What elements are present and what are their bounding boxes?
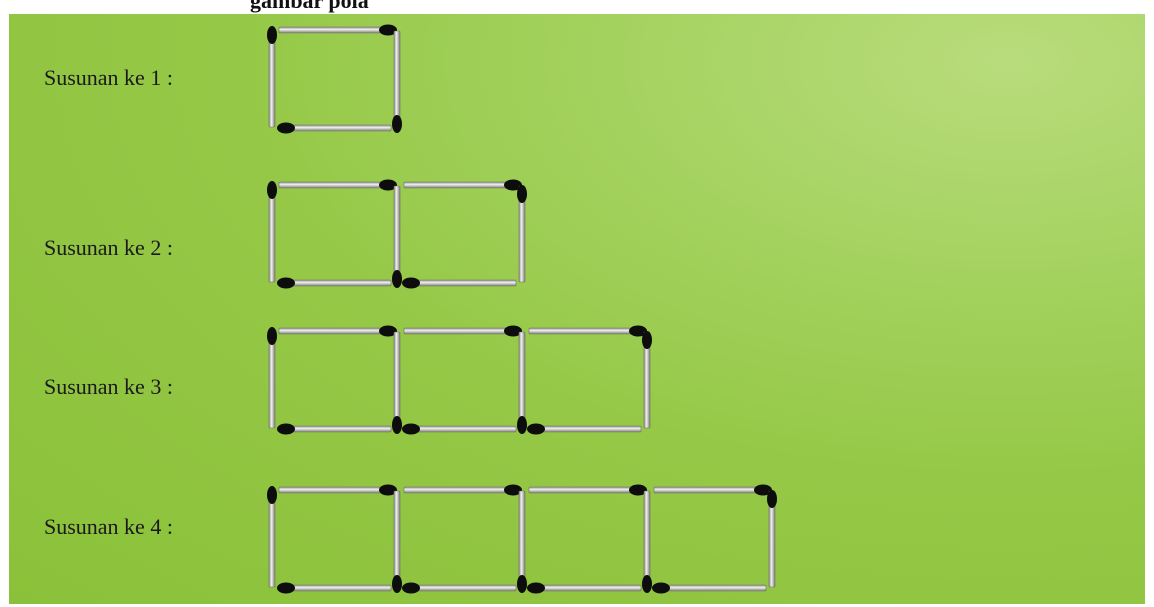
row-3-matchstick-v0 xyxy=(269,332,275,428)
row-1-matchstick-v1 xyxy=(394,31,400,127)
row-1-matchstick-v1-head xyxy=(392,115,402,133)
row-3-matchstick-bottom-3-head xyxy=(527,424,545,435)
row-2-matchstick-v2-head xyxy=(517,185,527,203)
row-3-matchstick-v2 xyxy=(519,332,525,428)
row-4-matchstick-v2 xyxy=(519,491,525,587)
row-2-matchstick-v1 xyxy=(394,186,400,282)
row-3-matchstick-v0-head xyxy=(267,327,277,345)
row-4-matchstick-top-4 xyxy=(654,487,768,493)
row-4-matchstick-v0-head xyxy=(267,486,277,504)
row-2-matchstick-v0 xyxy=(269,186,275,282)
row-4-matchstick-bottom-2-head xyxy=(402,583,420,594)
row-4-matchstick-top-1 xyxy=(279,487,393,493)
row-4-matchstick-v2-head xyxy=(517,575,527,593)
row-4-matchstick-v3-head xyxy=(642,575,652,593)
row-2-matchstick-bottom-2-head xyxy=(402,278,420,289)
caption-strip: gambar pola xyxy=(0,0,1154,14)
row-1-matchstick-v0-head xyxy=(267,26,277,44)
row-3-matchstick-bottom-3 xyxy=(531,426,641,432)
figure-caption: gambar pola xyxy=(250,0,369,14)
row-3-matchstick-v2-head xyxy=(517,416,527,434)
row-4-matchstick-v4-head xyxy=(767,490,777,508)
row-4-matchstick-bottom-2 xyxy=(406,585,516,591)
row-3-matchstick-top-1 xyxy=(279,328,393,334)
row-4-matchstick-bottom-4-head xyxy=(652,583,670,594)
row-3-matchstick-v3-head xyxy=(642,331,652,349)
row-4-matchstick-v3 xyxy=(644,491,650,587)
row-4-matchstick-bottom-1-head xyxy=(277,583,295,594)
row-1-matchstick-bottom-1 xyxy=(281,125,391,131)
row-2-matchstick-bottom-1-head xyxy=(277,278,295,289)
pattern-panel: Susunan ke 1 : Susunan ke 2 : Susunan ke… xyxy=(9,14,1145,604)
row-1-matchstick-v0 xyxy=(269,31,275,127)
row-3-matchstick-bottom-2-head xyxy=(402,424,420,435)
row-3-matchstick-v1 xyxy=(394,332,400,428)
matchstick-pattern-figure xyxy=(9,14,1145,604)
row-4-matchstick-bottom-3-head xyxy=(527,583,545,594)
row-3-matchstick-bottom-2 xyxy=(406,426,516,432)
row-4-matchstick-v1 xyxy=(394,491,400,587)
row-4-matchstick-bottom-4 xyxy=(656,585,766,591)
row-3-matchstick-bottom-1 xyxy=(281,426,391,432)
row-2-matchstick-top-2 xyxy=(404,182,518,188)
row-3-matchstick-top-2 xyxy=(404,328,518,334)
row-2-matchstick-v1-head xyxy=(392,270,402,288)
row-4-matchstick-top-2 xyxy=(404,487,518,493)
row-3-matchstick-v1-head xyxy=(392,416,402,434)
row-2-matchstick-top-1 xyxy=(279,182,393,188)
row-3-matchstick-top-3 xyxy=(529,328,643,334)
row-1-matchstick-top-1 xyxy=(279,27,393,33)
row-2-matchstick-bottom-2 xyxy=(406,280,516,286)
row-1-matchstick-bottom-1-head xyxy=(277,123,295,134)
row-3-matchstick-bottom-1-head xyxy=(277,424,295,435)
row-2-matchstick-v0-head xyxy=(267,181,277,199)
row-4-matchstick-v0 xyxy=(269,491,275,587)
row-2-matchstick-bottom-1 xyxy=(281,280,391,286)
row-4-matchstick-v1-head xyxy=(392,575,402,593)
row-4-matchstick-bottom-1 xyxy=(281,585,391,591)
row-4-matchstick-bottom-3 xyxy=(531,585,641,591)
row-4-matchstick-top-3 xyxy=(529,487,643,493)
